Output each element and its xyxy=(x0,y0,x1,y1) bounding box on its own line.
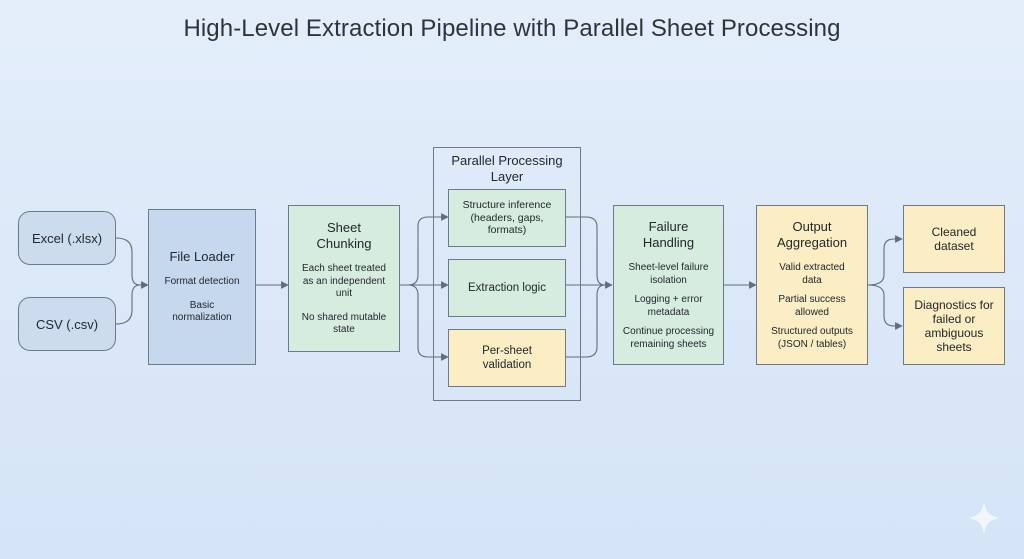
diagnostics-box: Diagnostics for failed or ambiguous shee… xyxy=(903,287,1005,365)
connector-chunking-to-validation xyxy=(407,284,449,361)
failure-handling-line-2: Logging + error metadata xyxy=(634,294,703,318)
sheet-chunking-line-2: No shared mutable state xyxy=(301,311,387,336)
sheet-chunking-heading: Sheet Chunking xyxy=(316,220,372,252)
output-aggregation-line-2: Partial success allowed xyxy=(778,294,846,318)
failure-handling-line-1: Sheet-level failure isolation xyxy=(628,262,709,286)
structure-inference-label: Structure inference (headers, gaps, form… xyxy=(462,199,552,237)
parallel-layer-heading: Parallel Processing Layer xyxy=(451,153,563,184)
connector-csv-to-loader xyxy=(115,281,149,325)
per-sheet-validation-box: Per-sheet validation xyxy=(448,329,566,387)
output-aggregation-box: Output Aggregation Valid extracted data … xyxy=(756,205,868,365)
extraction-logic-box: Extraction logic xyxy=(448,259,566,317)
cleaned-dataset-box: Cleaned dataset xyxy=(903,205,1005,273)
input-excel-label: Excel (.xlsx) xyxy=(31,230,103,246)
parallel-processing-layer: Parallel Processing Layer xyxy=(433,147,581,401)
failure-handling-heading: Failure Handling xyxy=(642,219,695,250)
input-excel: Excel (.xlsx) xyxy=(18,211,116,265)
file-loader-heading: File Loader xyxy=(169,249,235,265)
output-aggregation-heading: Output Aggregation xyxy=(776,219,848,250)
extraction-logic-label: Extraction logic xyxy=(468,281,546,294)
per-sheet-validation-label: Per-sheet validation xyxy=(482,345,532,371)
connector-aggregation-to-diagnostics xyxy=(867,284,903,330)
connector-structure-to-failure xyxy=(566,216,606,286)
structure-inference-box: Structure inference (headers, gaps, form… xyxy=(448,189,566,247)
output-aggregation-line-1: Valid extracted data xyxy=(779,262,845,286)
file-loader-box: File Loader Format detection Basic norma… xyxy=(148,209,256,365)
input-csv-label: CSV (.csv) xyxy=(35,316,99,332)
connector-excel-to-merge xyxy=(115,237,141,286)
failure-handling-box: Failure Handling Sheet-level failure iso… xyxy=(613,205,724,365)
connector-validation-to-failure xyxy=(566,284,606,358)
sparkle-icon xyxy=(968,501,1000,535)
connector-aggregation-to-cleaned xyxy=(867,235,903,286)
input-csv: CSV (.csv) xyxy=(18,297,116,351)
diagnostics-label: Diagnostics for failed or ambiguous shee… xyxy=(914,298,994,354)
file-loader-line-1: Format detection xyxy=(164,276,240,288)
sheet-chunking-line-1: Each sheet treated as an independent uni… xyxy=(302,263,386,300)
sheet-chunking-box: Sheet Chunking Each sheet treated as an … xyxy=(288,205,400,352)
cleaned-dataset-label: Cleaned dataset xyxy=(931,225,977,253)
failure-handling-line-3: Continue processing remaining sheets xyxy=(622,326,715,350)
output-aggregation-line-3: Structured outputs (JSON / tables) xyxy=(771,326,853,350)
diagram-title: High-Level Extraction Pipeline with Para… xyxy=(183,15,841,42)
file-loader-line-2: Basic normalization xyxy=(172,299,232,324)
